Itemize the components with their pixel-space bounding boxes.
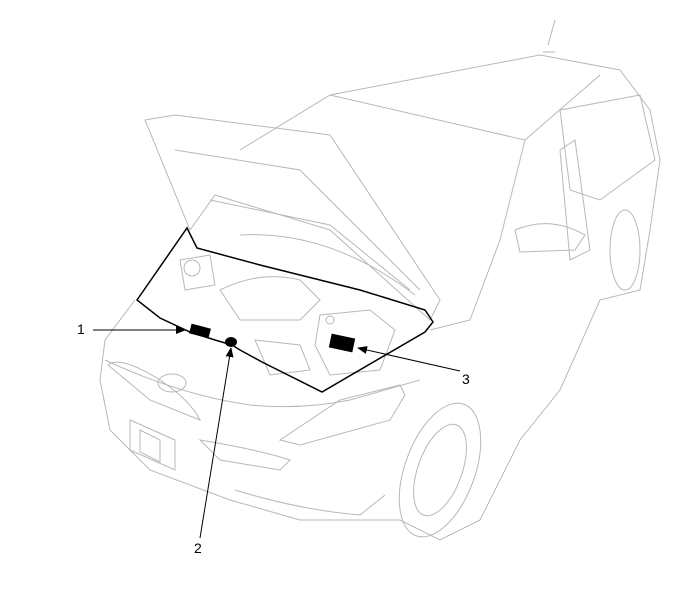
engine-compartment-outline bbox=[135, 226, 434, 393]
marker-2 bbox=[225, 337, 237, 347]
leader-line-2 bbox=[199, 347, 234, 539]
callout-label-2: 2 bbox=[194, 540, 202, 556]
leader-line-3 bbox=[357, 346, 461, 372]
marker-1 bbox=[189, 323, 211, 339]
callout-label-1: 1 bbox=[77, 321, 85, 337]
callout-label-3: 3 bbox=[462, 371, 470, 387]
car-outline bbox=[99, 19, 661, 541]
marker-3 bbox=[328, 333, 356, 353]
